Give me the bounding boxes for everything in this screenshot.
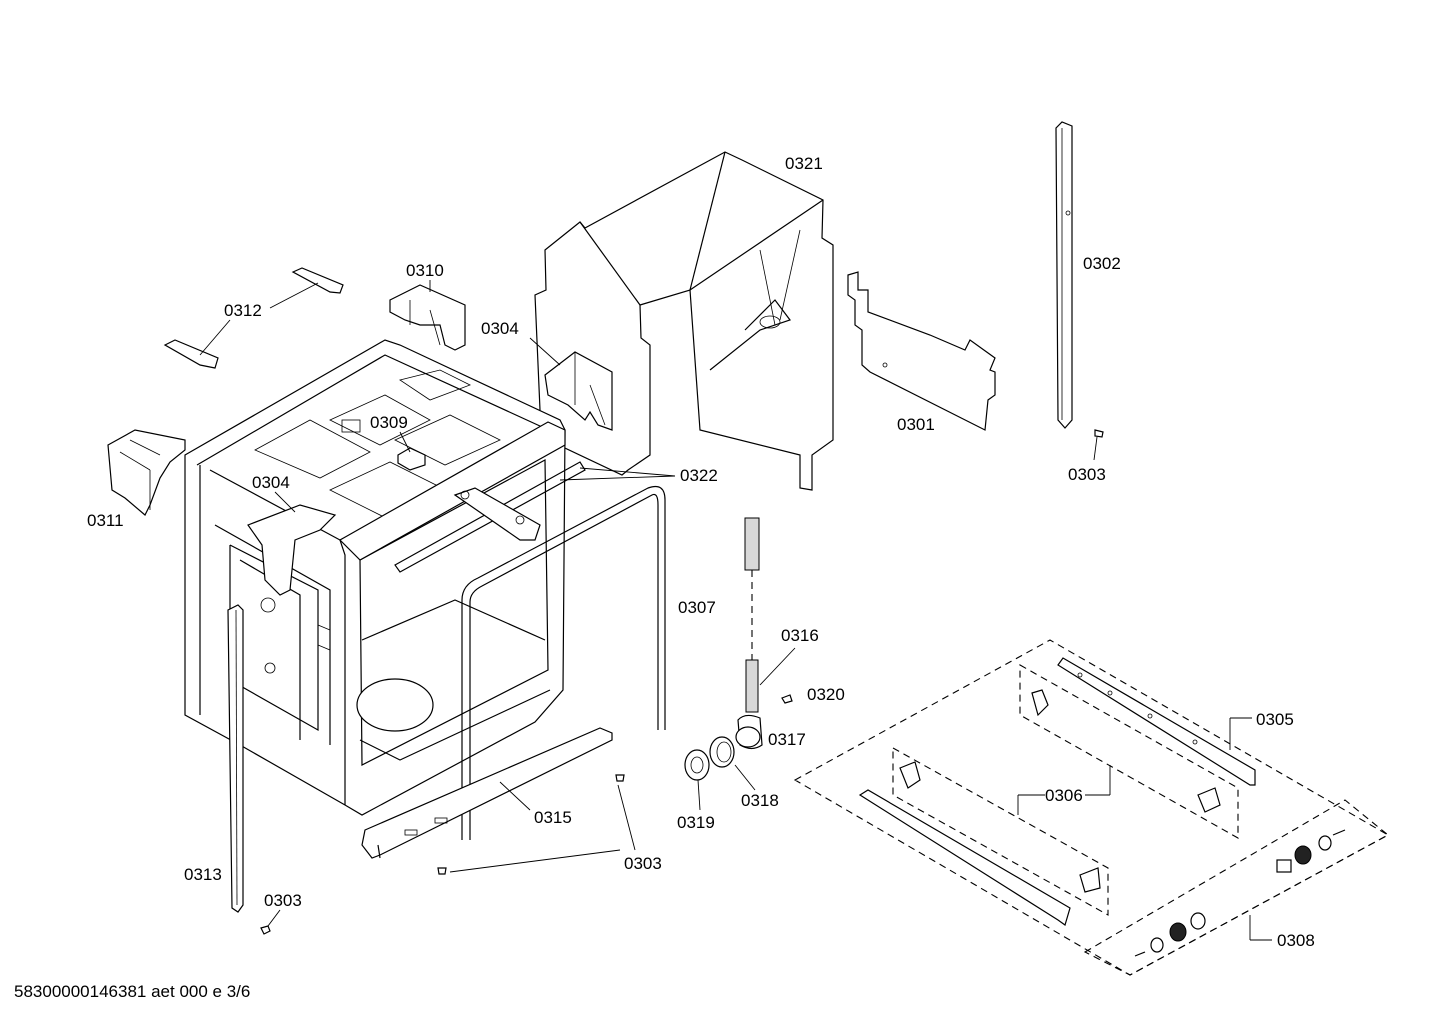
label-0304-upper: 0304 xyxy=(481,319,519,338)
label-0303-center: 0303 xyxy=(624,854,662,873)
label-0313: 0313 xyxy=(184,865,222,884)
label-0315: 0315 xyxy=(534,808,572,827)
part-0320-screw xyxy=(781,694,793,704)
label-0310: 0310 xyxy=(406,261,444,280)
label-0317: 0317 xyxy=(768,730,806,749)
part-0301-side-panel xyxy=(847,271,996,431)
label-0311: 0311 xyxy=(87,511,124,530)
part-0316-sleeve xyxy=(744,517,796,713)
label-0302: 0302 xyxy=(1083,254,1121,273)
part-0310-bracket xyxy=(389,284,466,351)
part-0313-side-strip xyxy=(227,604,244,913)
part-0315-kick-plate xyxy=(361,727,613,859)
part-0302-vertical-strip xyxy=(1055,121,1073,429)
label-0312: 0312 xyxy=(224,301,262,320)
part-0303-screw-c xyxy=(260,909,281,935)
label-0308: 0308 xyxy=(1277,931,1315,950)
part-group-hinges xyxy=(793,639,1390,976)
label-0320: 0320 xyxy=(807,685,845,704)
label-0303-left: 0303 xyxy=(264,891,302,910)
part-0318-ring xyxy=(709,736,756,791)
label-0303-right: 0303 xyxy=(1068,465,1106,484)
part-0304-lower-bracket xyxy=(247,504,337,596)
part-0322-crossbar xyxy=(339,421,676,573)
label-0318: 0318 xyxy=(741,791,779,810)
label-0319: 0319 xyxy=(677,813,715,832)
part-0303-screw-a xyxy=(1093,429,1104,461)
part-0309-clip xyxy=(397,431,426,471)
part-0303-screws-b xyxy=(437,774,636,875)
document-reference-footer: 58300000146381 aet 000 e 3/6 xyxy=(14,982,251,1001)
label-0316: 0316 xyxy=(781,626,819,645)
part-0319-cap xyxy=(684,749,710,811)
label-0305: 0305 xyxy=(1256,710,1294,729)
part-0311-side-bracket xyxy=(107,429,186,516)
label-0322: 0322 xyxy=(680,466,718,485)
part-0317-connector xyxy=(735,714,763,750)
part-0312-clips xyxy=(163,267,344,369)
part-0307-door-seal xyxy=(461,485,666,840)
label-0306: 0306 xyxy=(1045,786,1083,805)
part-0304-upper-bracket xyxy=(544,351,613,431)
label-0309: 0309 xyxy=(370,413,408,432)
label-0321: 0321 xyxy=(785,154,823,173)
part-0321-rear-shell xyxy=(534,151,834,491)
label-0304-lower: 0304 xyxy=(252,473,290,492)
label-0301: 0301 xyxy=(897,415,935,434)
label-0307: 0307 xyxy=(678,598,716,617)
